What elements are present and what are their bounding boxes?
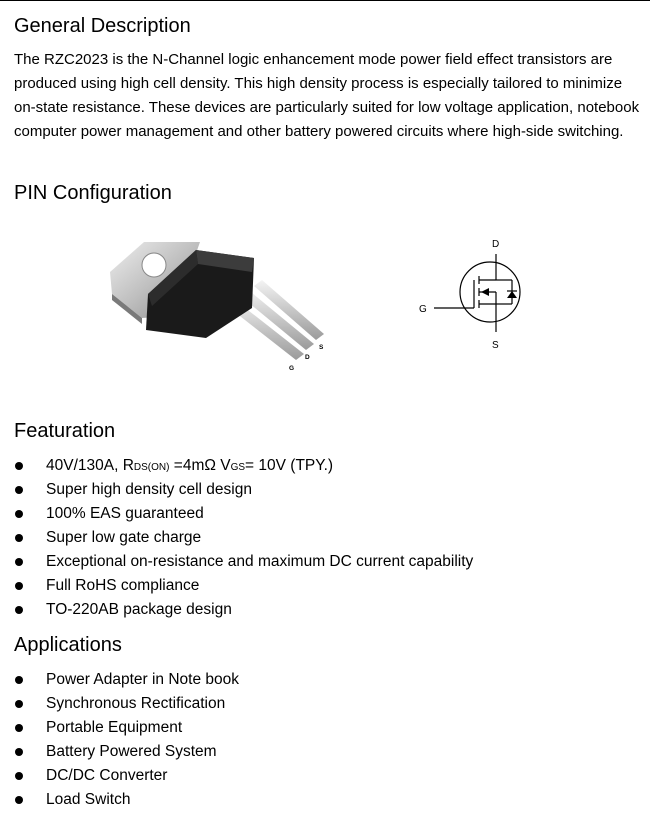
features-list: 40V/130A, RDS(ON) =4mΩ VGS= 10V (TPY.) S… [14, 454, 473, 622]
list-item: Load Switch [14, 788, 239, 812]
list-item: Power Adapter in Note book [14, 668, 239, 692]
bullet-icon [15, 748, 23, 756]
list-item: Battery Powered System [14, 740, 239, 764]
bullet-icon [15, 462, 23, 470]
lead-drain [238, 288, 314, 350]
list-item: Exceptional on-resistance and maximum DC… [14, 550, 473, 574]
list-item: Portable Equipment [14, 716, 239, 740]
list-item: 100% EAS guaranteed [14, 502, 473, 526]
bullet-icon [15, 534, 23, 542]
package-label-g: G [289, 365, 294, 372]
top-rule [0, 0, 650, 1]
bullet-icon [15, 772, 23, 780]
applications-heading: Applications [14, 634, 122, 656]
to220-package-image: G D S [110, 242, 324, 372]
list-item: Super low gate charge [14, 526, 473, 550]
list-item: Super high density cell design [14, 478, 473, 502]
bullet-icon [15, 558, 23, 566]
list-item: Synchronous Rectification [14, 692, 239, 716]
bullet-icon [15, 676, 23, 684]
featuration-heading: Featuration [14, 420, 116, 442]
list-item: Full RoHS compliance [14, 574, 473, 598]
symbol-label-g: G [419, 304, 427, 315]
bullet-icon [15, 510, 23, 518]
general-description-text: The RZC2023 is the N-Channel logic enhan… [14, 51, 640, 140]
symbol-label-s: S [492, 340, 499, 351]
applications-list: Power Adapter in Note book Synchronous R… [14, 668, 239, 812]
pin-configuration-heading: PIN Configuration [14, 182, 172, 204]
bullet-icon [15, 486, 23, 494]
list-item: TO-220AB package design [14, 598, 473, 622]
general-description-heading: General Description [14, 15, 191, 37]
package-label-d: D [305, 354, 310, 361]
bullet-icon [15, 724, 23, 732]
lead-source [254, 280, 324, 340]
bullet-icon [15, 796, 23, 804]
bullet-icon [15, 606, 23, 614]
list-item: DC/DC Converter [14, 764, 239, 788]
list-item: 40V/130A, RDS(ON) =4mΩ VGS= 10V (TPY.) [14, 454, 473, 478]
mosfet-schematic-symbol: D G S [419, 239, 521, 351]
bullet-icon [15, 582, 23, 590]
package-label-s: S [319, 344, 324, 351]
symbol-label-d: D [492, 239, 499, 250]
bullet-icon [15, 700, 23, 708]
mounting-hole [141, 252, 167, 278]
